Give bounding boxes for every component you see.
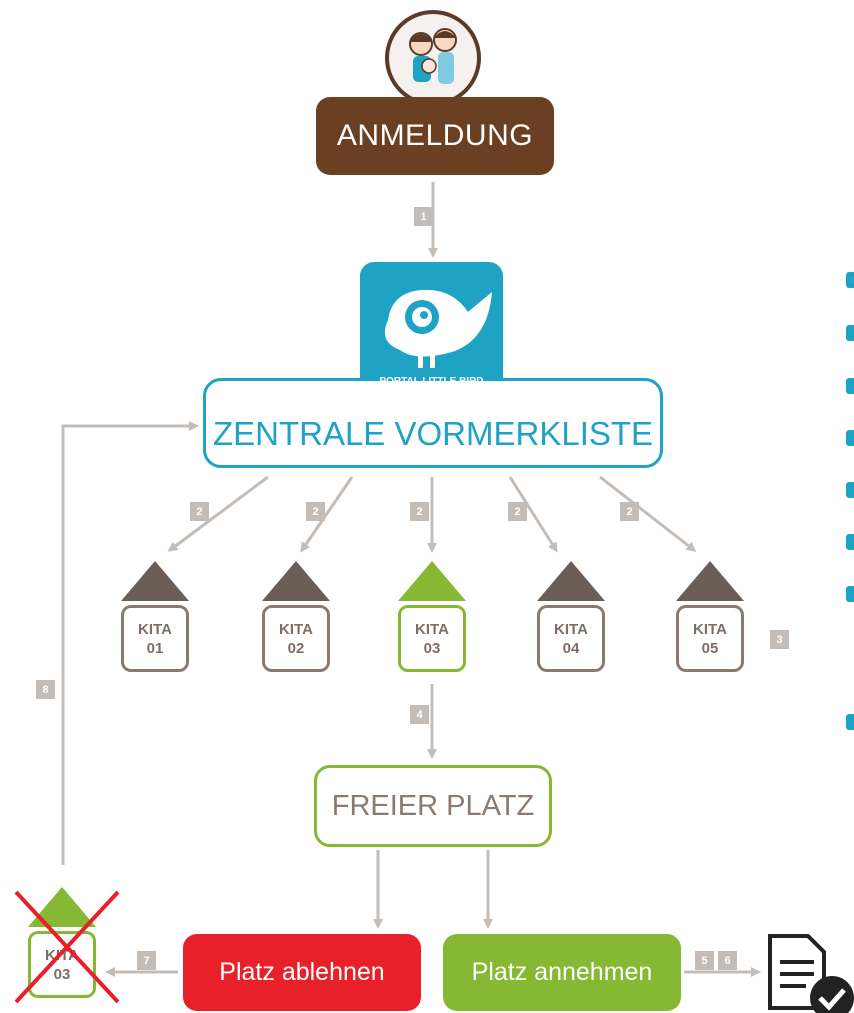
kita-04: KITA 04: [537, 561, 605, 672]
kita-label: KITA: [279, 620, 313, 638]
rejected-cross-icon: [14, 890, 120, 1004]
kita-number: 02: [287, 639, 305, 657]
step-badge-2a: 2: [190, 502, 209, 521]
edge-marker: [846, 586, 854, 602]
step-badge-7: 7: [137, 951, 156, 970]
kita-01: KITA 01: [121, 561, 189, 672]
zentrale-label: ZENTRALE VORMERKLISTE: [212, 415, 654, 452]
kita-number: 01: [146, 639, 164, 657]
edge-marker: [846, 272, 854, 288]
step-badge-4: 4: [410, 705, 429, 724]
step-badge-1: 1: [414, 207, 433, 226]
step-badge-2c: 2: [410, 502, 429, 521]
step-badge-2e: 2: [620, 502, 639, 521]
platz-annehmen-button[interactable]: Platz annehmen: [443, 934, 681, 1011]
platz-ablehnen-button[interactable]: Platz ablehnen: [183, 934, 421, 1011]
edge-marker: [846, 325, 854, 341]
anmeldung-box: ANMELDUNG: [316, 97, 554, 175]
step-badge-3: 3: [770, 630, 789, 649]
edge-marker: [846, 378, 854, 394]
step-badge-2b: 2: [306, 502, 325, 521]
step-badge-6: 6: [718, 951, 737, 970]
kita-label: KITA: [415, 620, 449, 638]
freier-platz-box: FREIER PLATZ: [314, 765, 552, 847]
edge-marker: [846, 430, 854, 446]
bird-logo-icon: [384, 289, 492, 368]
edge-marker: [846, 534, 854, 550]
kita-number: 04: [562, 639, 580, 657]
kita-02: KITA 02: [262, 561, 330, 672]
kita-number: 05: [701, 639, 719, 657]
zentrale-vormerkliste-box: ZENTRALE VORMERKLISTE: [203, 378, 663, 468]
step-badge-2d: 2: [508, 502, 527, 521]
family-icon: [385, 10, 481, 106]
edge-marker: [846, 482, 854, 498]
kita-05: KITA 05: [676, 561, 744, 672]
kita-03: KITA 03: [398, 561, 466, 672]
kita-label: KITA: [693, 620, 727, 638]
kita-number: 03: [53, 965, 71, 983]
kita-number: 03: [423, 639, 441, 657]
portal-label: PORTAL LITTLE BIRD: [379, 376, 484, 387]
document-check-icon: [768, 934, 854, 1013]
house-roof-icon: [676, 561, 744, 601]
house-roof-icon: [262, 561, 330, 601]
house-roof-icon: [121, 561, 189, 601]
house-roof-icon: [398, 561, 466, 601]
house-roof-icon: [537, 561, 605, 601]
step-badge-8: 8: [36, 680, 55, 699]
kita-label: KITA: [138, 620, 172, 638]
edge-marker: [846, 714, 854, 730]
house-roof-icon: [28, 887, 96, 927]
step-badge-5: 5: [695, 951, 714, 970]
kita-label: KITA: [554, 620, 588, 638]
